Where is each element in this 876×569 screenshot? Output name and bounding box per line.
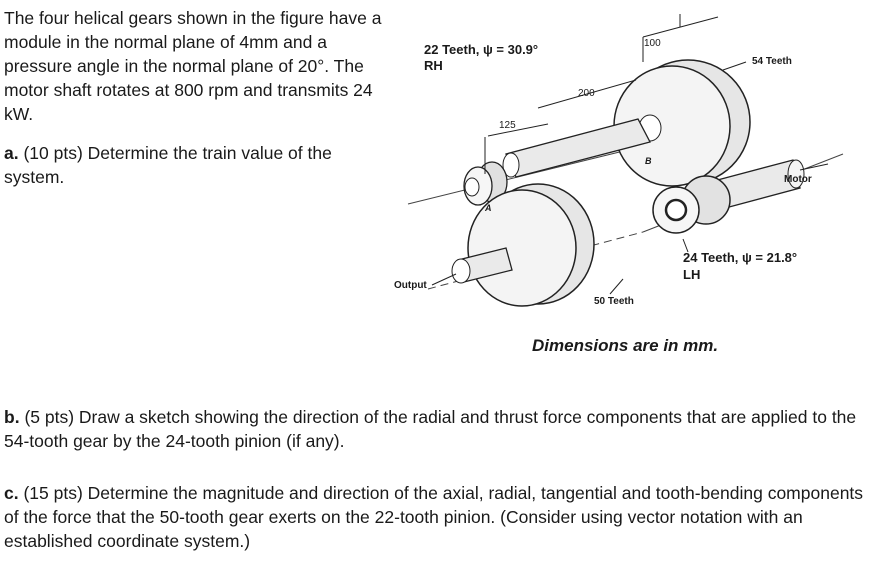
part-c: c. (15 pts) Determine the magnitude and … (4, 481, 869, 553)
problem-intro: The four helical gears shown in the figu… (4, 8, 382, 124)
dim-200-line (537, 79, 637, 109)
gear-54 (613, 59, 751, 187)
leader-24-teeth (682, 238, 689, 253)
output-label: Output (394, 280, 427, 291)
part-a-text: (10 pts) Determine the train value of th… (4, 143, 332, 187)
output-shaft (451, 247, 513, 284)
part-c-label: c. (4, 483, 19, 503)
gear-22-label: 22 Teeth, ψ = 30.9° (424, 42, 538, 57)
dim-125-label: 125 (499, 120, 516, 131)
part-a-label: a. (4, 143, 19, 163)
leader-motor (799, 163, 829, 171)
gear-54-label: 54 Teeth (752, 56, 792, 67)
dim-100-label: 100 (644, 38, 661, 49)
part-b-label: b. (4, 407, 20, 427)
figure-caption: Dimensions are in mm. (532, 336, 719, 355)
dim-125-line (487, 123, 549, 137)
leader-54-teeth (722, 61, 747, 71)
gear-train-figure: 22 Teeth, ψ = 30.9° RH 54 Teeth 24 Teeth… (388, 4, 876, 364)
gear-24-hand: LH (683, 267, 700, 282)
gear-50 (467, 183, 595, 307)
gear-24-pinion (652, 175, 731, 234)
part-c-text: (15 pts) Determine the magnitude and dir… (4, 483, 864, 551)
gear-train-drawing: 22 Teeth, ψ = 30.9° RH 54 Teeth 24 Teeth… (394, 14, 844, 307)
gear-22-hand: RH (424, 58, 443, 73)
leader-50-teeth (609, 278, 624, 295)
point-b-label: B (645, 156, 652, 166)
part-b: b. (5 pts) Draw a sketch showing the dir… (4, 405, 869, 453)
gear-24-label: 24 Teeth, ψ = 21.8° (683, 250, 797, 265)
leader-output (431, 273, 457, 286)
gear-50-label: 50 Teeth (594, 296, 634, 307)
problem-intro-block: The four helical gears shown in the figu… (4, 6, 389, 189)
countershaft (502, 118, 651, 178)
part-b-text: (5 pts) Draw a sketch showing the direct… (4, 407, 857, 451)
dim-200-label: 200 (578, 88, 595, 99)
motor-label: Motor (784, 174, 812, 185)
part-a: a. (10 pts) Determine the train value of… (4, 141, 389, 189)
point-a-label: A (484, 203, 492, 213)
